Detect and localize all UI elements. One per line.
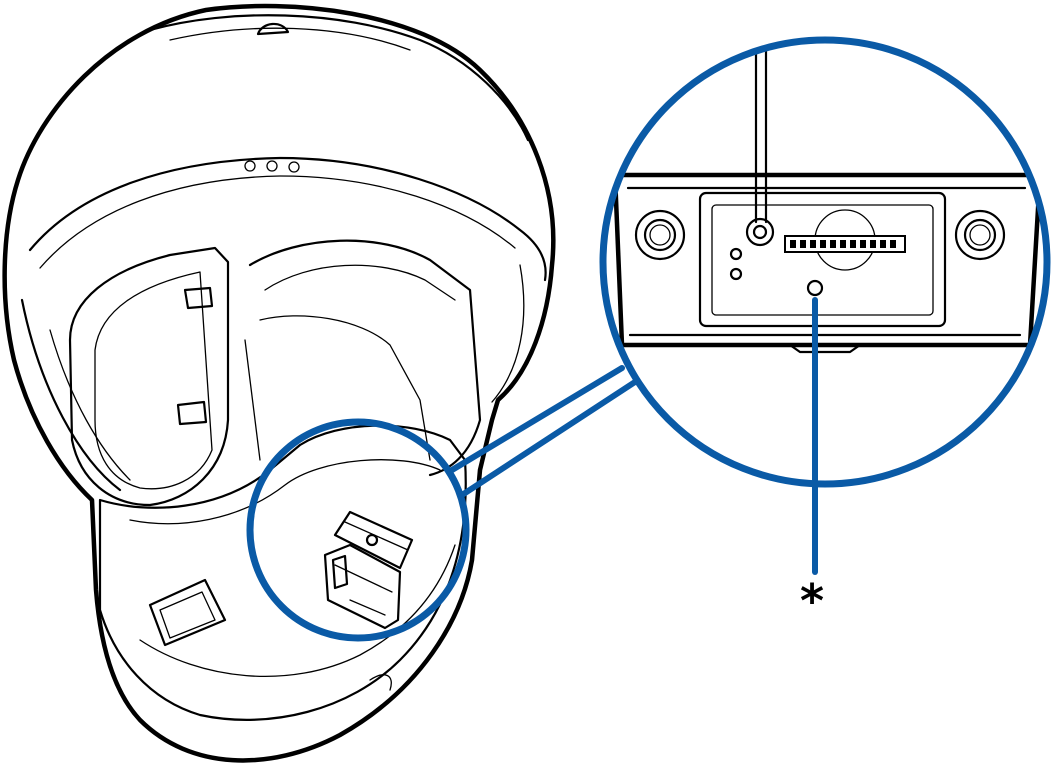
ptz-camera	[2, 3, 556, 763]
connector-body	[323, 543, 402, 630]
connector-bracket	[333, 510, 414, 570]
callout-point	[806, 279, 824, 297]
left-yoke-arm-face	[94, 271, 213, 490]
camera-head-center-line-2	[244, 339, 261, 461]
camera-head-center-line	[259, 315, 431, 461]
small-highlight-circle	[246, 418, 470, 642]
camera-head-body	[98, 424, 467, 721]
magnified-detail	[603, 40, 1047, 484]
magnified-highlight-circle	[599, 36, 1051, 488]
connector-line-upper	[449, 365, 625, 473]
access-panel-inner	[711, 204, 934, 316]
lens-window	[148, 578, 227, 647]
access-panel	[698, 191, 947, 328]
small-highlight-group	[246, 418, 470, 642]
dome-bowl-inner	[49, 329, 131, 481]
slot-pin	[820, 240, 826, 248]
slot-pin	[870, 240, 876, 248]
reset-button	[745, 217, 775, 247]
housing-top-bump	[256, 22, 290, 36]
dome-right-edge	[491, 264, 525, 403]
status-led-2	[729, 267, 743, 281]
connector-screw	[365, 533, 379, 547]
housing-top-ridge-inner	[169, 27, 411, 51]
camera-bottom-lip	[369, 674, 392, 691]
slot-pin	[830, 240, 836, 248]
camera-head-seam-lower	[139, 544, 456, 678]
status-led-group	[729, 217, 775, 281]
camera-head-seam	[129, 459, 441, 525]
housing-lower-rim	[28, 156, 547, 282]
right-yoke-arm-inner	[264, 264, 456, 301]
slot-pin	[840, 240, 846, 248]
slot-pin	[810, 240, 816, 248]
housing-lower-rim-inner	[39, 175, 516, 269]
slot-pins	[790, 240, 896, 248]
slot-pin	[880, 240, 886, 248]
connector-body-inner	[334, 564, 393, 616]
camera-housing-outline	[2, 3, 556, 763]
detail-right-screw	[954, 209, 1006, 261]
detail-panel-inner	[626, 186, 1027, 337]
rim-vents	[244, 160, 300, 173]
magnify-connector-lines	[449, 365, 638, 498]
dome-bowl-edge	[20, 298, 122, 492]
connector-post	[331, 554, 349, 590]
detail-panel-bottom-lip	[788, 343, 862, 354]
slot-pin	[790, 240, 796, 248]
housing-top-ridge	[148, 14, 530, 142]
reset-button-inner	[752, 224, 768, 240]
connector-line-lower	[459, 379, 638, 498]
lens-window-inner	[159, 591, 216, 639]
slot-pin	[800, 240, 806, 248]
slot-pin	[890, 240, 896, 248]
right-yoke-arm	[248, 239, 482, 477]
sd-card-slot	[784, 209, 906, 271]
callout-label: *	[799, 574, 825, 628]
slot-pin	[860, 240, 866, 248]
detail-left-screw	[634, 209, 686, 261]
left-arm-screw-tabs	[176, 286, 214, 426]
detail-panel-outline	[612, 172, 1043, 348]
left-yoke-arm	[68, 246, 230, 507]
slot-pin	[850, 240, 856, 248]
status-led-1	[729, 247, 743, 261]
